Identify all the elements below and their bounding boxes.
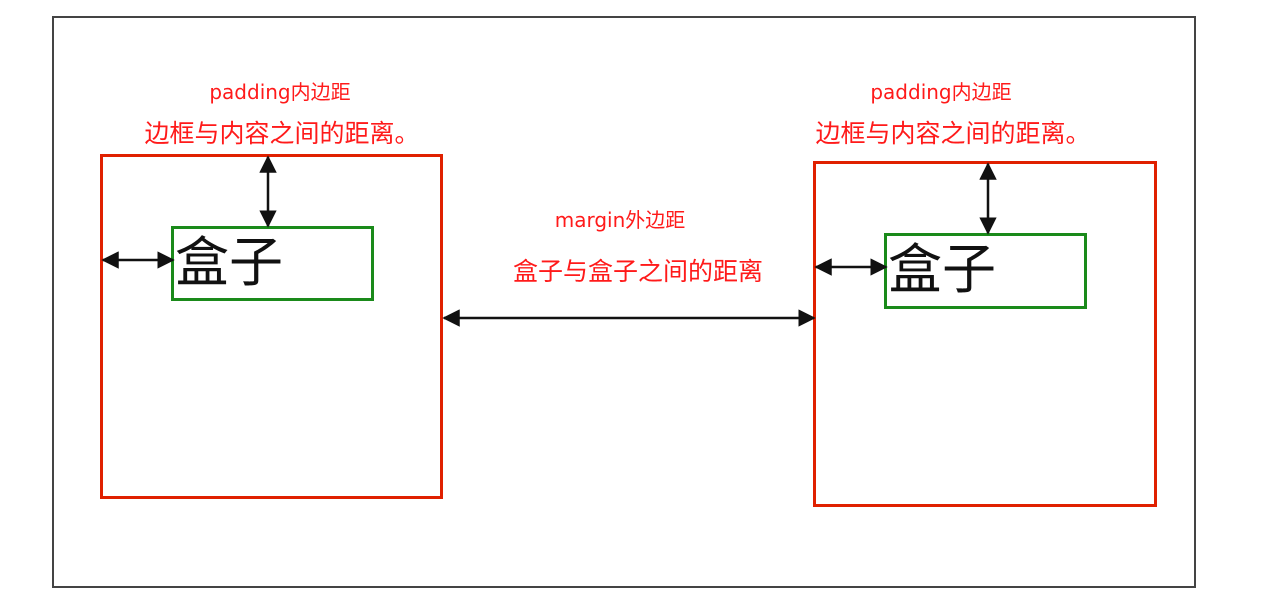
- left-box-label: 盒子: [175, 231, 283, 294]
- left-padding-title: padding内边距: [209, 80, 351, 104]
- right-box-label: 盒子: [888, 238, 996, 301]
- left-outer-box-border: [100, 154, 443, 499]
- margin-description: 盒子与盒子之间的距离: [512, 257, 763, 286]
- margin-title: margin外边距: [554, 208, 686, 232]
- left-padding-description: 边框与内容之间的距离。: [144, 119, 420, 148]
- left-inner-content-box: [171, 226, 374, 301]
- right-outer-box-border: [813, 161, 1157, 507]
- right-padding-description: 边框与内容之间的距离。: [815, 119, 1091, 148]
- right-padding-title: padding内边距: [870, 80, 1012, 104]
